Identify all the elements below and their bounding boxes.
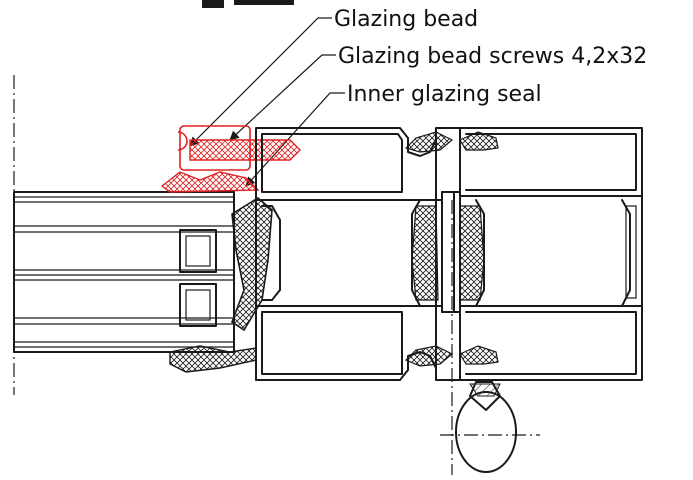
frame-profile [255,127,643,381]
glazing-bead-highlight [160,125,301,193]
cropped-heading-fragment [202,0,294,8]
glazing-unit [13,191,235,353]
outer-bottom-seal [169,345,257,373]
callout-glazing-bead: Glazing bead [334,7,478,32]
inner-glazing-seal [231,197,273,332]
handle [455,381,517,473]
gaskets [404,131,499,367]
callout-glazing-bead-screws: Glazing bead screws 4,2x32 [338,44,647,69]
callout-inner-glazing-seal: Inner glazing seal [347,82,542,107]
leader-lines [189,17,345,187]
